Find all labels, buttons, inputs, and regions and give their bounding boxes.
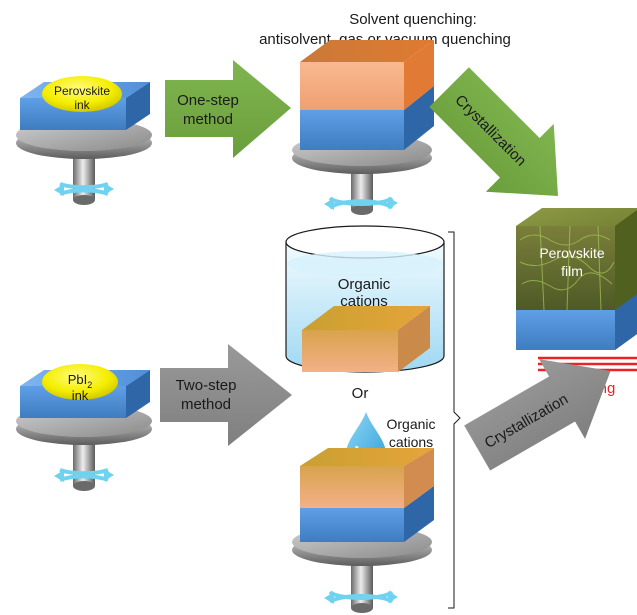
two-step-crystallization-arrow: Crystallization <box>464 359 611 471</box>
drop-label-line2: cations <box>389 434 433 450</box>
pbi2-ink-droplet <box>42 364 118 400</box>
bracket-icon <box>448 231 461 609</box>
spin-rotation-icon <box>59 468 109 482</box>
perovskite-film: Perovskite film <box>516 208 637 350</box>
one-step-crystallization-arrow: Crystallization <box>429 67 558 196</box>
drop-label-line1: Organic <box>386 416 435 432</box>
spin-rotation-icon <box>328 590 394 604</box>
perovskite-ink-droplet <box>42 76 122 112</box>
pbi2-ink-label-line1: PbI2 <box>68 372 93 390</box>
spin-coater-one-step: Perovskite ink <box>16 76 152 205</box>
film-label-line2: film <box>561 263 583 279</box>
spin-coater-quenching <box>292 40 434 215</box>
organic-cation-bath: Organic cations <box>285 225 445 373</box>
beaker-label-line1: Organic <box>338 276 391 293</box>
spin-coater-dropcast <box>292 448 434 613</box>
two-step-label-line2: method <box>181 396 231 413</box>
one-step-label-line1: One-step <box>177 92 239 109</box>
pbi2-ink-label-line2: ink <box>72 388 89 403</box>
two-step-arrow: Two-step method <box>160 344 292 446</box>
quenching-subtitle: antisolvent, gas or vacuum quenching <box>259 31 511 48</box>
spin-coater-two-step: PbI2 ink <box>16 364 152 491</box>
spin-rotation-icon <box>59 182 109 196</box>
spin-rotation-icon <box>328 196 394 210</box>
quenching-title: Solvent quenching: <box>349 11 477 28</box>
two-step-label-line1: Two-step <box>176 377 237 394</box>
one-step-arrow: One-step method <box>165 60 291 158</box>
ink-label-line1: Perovskite <box>54 84 110 98</box>
film-label-line1: Perovskite <box>539 245 605 261</box>
one-step-label-line2: method <box>183 111 233 128</box>
or-label: Or <box>352 385 369 402</box>
ink-label-line2: ink <box>74 98 90 112</box>
beaker-label-line2: cations <box>340 293 388 310</box>
